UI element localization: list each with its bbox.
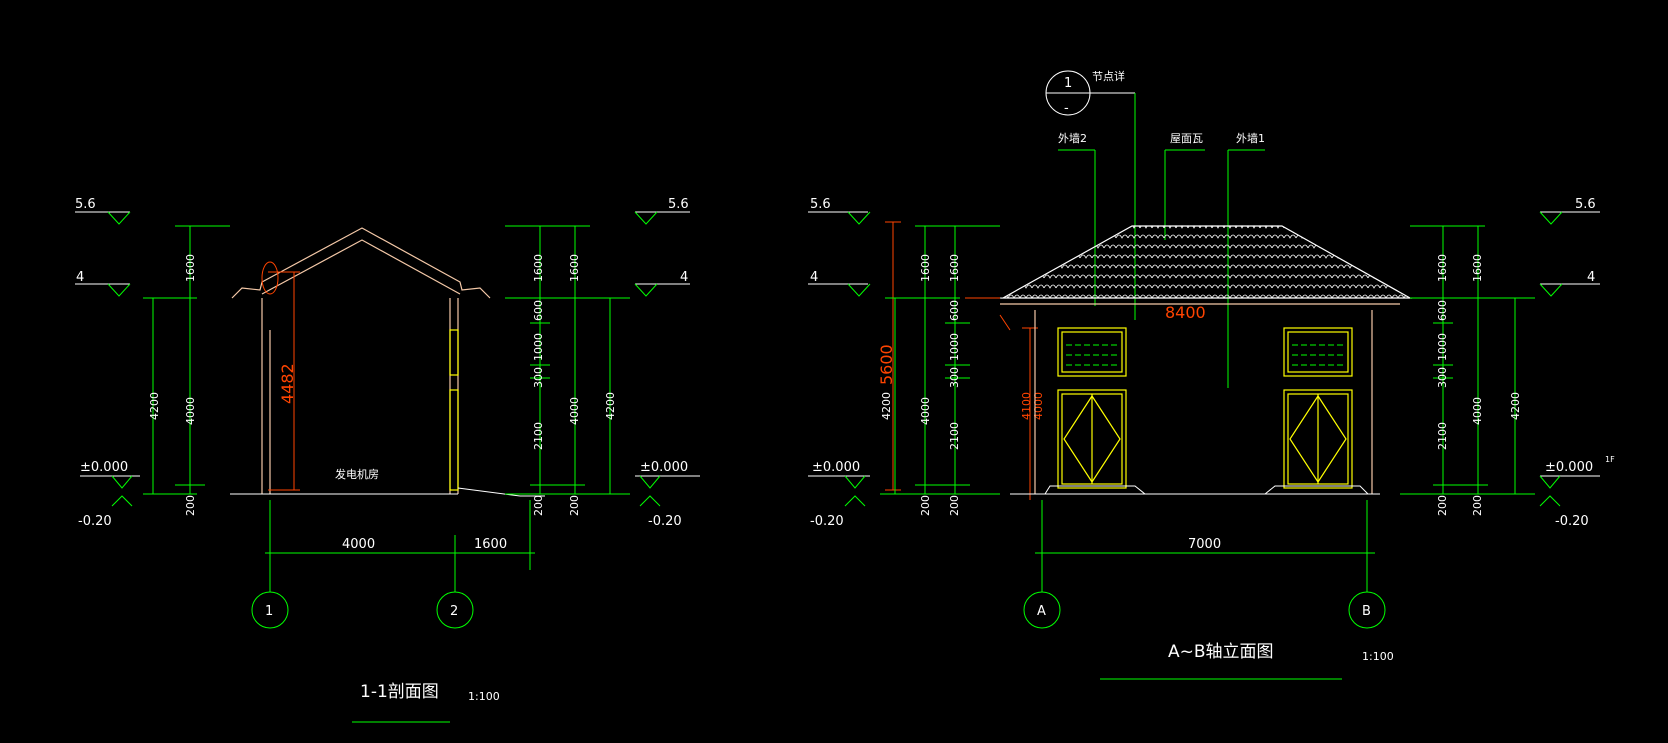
section-view: 5.6 4 ±0.000 -0.20 4200 1600 4000 200 <box>75 197 700 723</box>
elev-dim-ri-6: 200 <box>1436 495 1449 516</box>
dim-right-inner-5: 2100 <box>532 422 545 450</box>
axis-2-label: 2 <box>450 604 458 619</box>
level-marker-eave-left: 4 <box>75 270 131 297</box>
elevation-title-block: A~B轴立面图 1:100 <box>1100 642 1394 680</box>
section-title-block: 1-1剖面图 1:100 <box>352 682 500 723</box>
elev-dim-right-total: 4200 <box>1509 392 1522 420</box>
elevation-view: 1 - 节点详 外墙2 屋面瓦 外墙1 5.6 4 ±0. <box>808 69 1615 680</box>
level-top-label-right: 5.6 <box>668 197 689 212</box>
elev-dim-rm-3: 200 <box>1471 495 1484 516</box>
level-ground-label-right: -0.20 <box>648 514 682 529</box>
elev-dim-rm-1: 1600 <box>1471 254 1484 282</box>
elev-dim-li-1: 1600 <box>948 254 961 282</box>
axis-1-label: 1 <box>265 604 273 619</box>
elevation-building <box>1000 225 1413 495</box>
elev-level-right: 5.6 4 ±0.000 -0.20 1F <box>1539 197 1615 529</box>
axis-a-label: A <box>1037 604 1046 619</box>
room-label: 发电机房 <box>335 467 379 481</box>
section-dims-right: 1600 600 1000 300 2100 200 1600 4000 200… <box>505 225 630 516</box>
elev-dim-rm-2: 4000 <box>1471 397 1484 425</box>
level-marker-floor-left: ±0.000 -0.20 <box>78 460 140 529</box>
level-floor-label: ±0.000 <box>80 460 128 475</box>
elev-dim-left-2: 4000 <box>919 397 932 425</box>
elev-dims-right: 1600 600 1000 300 2100 200 1600 4000 200… <box>1400 225 1535 516</box>
elev-level-ground-right: -0.20 <box>1555 514 1589 529</box>
elev-dim-li-5: 2100 <box>948 422 961 450</box>
red-dim-width: 8400 <box>1165 303 1206 322</box>
dim-right-total: 4200 <box>604 392 617 420</box>
elev-dims-bottom: 7000 A B <box>1023 500 1386 629</box>
red-dim-total: 5600 <box>877 344 896 385</box>
dim-left-total: 4200 <box>148 392 161 420</box>
red-dim-h1: 4100 <box>1020 392 1033 420</box>
dim-bottom-1: 4000 <box>342 537 375 552</box>
elev-dim-left-3: 200 <box>919 495 932 516</box>
section-inner-height-dim: 4482 <box>261 261 300 491</box>
elev-dim-li-3: 1000 <box>948 333 961 361</box>
dim-left-1: 1600 <box>184 254 197 282</box>
elev-dim-li-2: 600 <box>948 300 961 321</box>
section-dims-left: 4200 1600 4000 200 <box>143 225 230 516</box>
elev-level-ground: -0.20 <box>810 514 844 529</box>
elev-dim-left-1: 1600 <box>919 254 932 282</box>
section-dims-bottom: 4000 1600 1 2 <box>251 500 535 629</box>
elevation-scale: 1:100 <box>1362 650 1394 663</box>
elev-level-top-right: 5.6 <box>1575 197 1596 212</box>
label-wall1: 外墙1 <box>1236 131 1265 145</box>
elev-level-eave-right: 4 <box>1587 270 1595 285</box>
callout-sheet: - <box>1064 101 1069 116</box>
dim-right-inner-4: 300 <box>532 367 545 388</box>
elev-level-top: 5.6 <box>810 197 831 212</box>
level-marker-top-left: 5.6 <box>75 197 131 225</box>
elev-dim-bottom: 7000 <box>1188 537 1221 552</box>
level-marker-eave-right: 4 <box>634 270 690 297</box>
dim-left-2: 4000 <box>184 397 197 425</box>
section-scale: 1:100 <box>468 690 500 703</box>
level-floor-label-right: ±0.000 <box>640 460 688 475</box>
callout-number: 1 <box>1064 76 1072 91</box>
elev-dim-ri-3: 1000 <box>1436 333 1449 361</box>
dim-right-inner-2: 600 <box>532 300 545 321</box>
dim-left-3: 200 <box>184 495 197 516</box>
label-wall2: 外墙2 <box>1058 131 1087 145</box>
elev-dim-ri-4: 300 <box>1436 367 1449 388</box>
callout-label: 节点详 <box>1092 69 1125 83</box>
dim-right-inner-6: 200 <box>532 495 545 516</box>
level-eave-label-right: 4 <box>680 270 688 285</box>
inner-height-label: 4482 <box>278 363 297 404</box>
elev-level-eave: 4 <box>810 270 818 285</box>
elev-dim-ri-5: 2100 <box>1436 422 1449 450</box>
elev-dim-left-total: 4200 <box>880 392 893 420</box>
floor-marker: 1F <box>1605 455 1615 464</box>
section-building: 发电机房 <box>230 227 545 497</box>
detail-callout: 1 - 节点详 <box>1045 69 1136 320</box>
elev-dim-ri-2: 600 <box>1436 300 1449 321</box>
dim-bottom-2: 1600 <box>474 537 507 552</box>
elev-level-floor-right: ±0.000 <box>1545 460 1593 475</box>
elev-dim-ri-1: 1600 <box>1436 254 1449 282</box>
label-roof: 屋面瓦 <box>1170 132 1203 145</box>
dim-right-mid-3: 200 <box>568 495 581 516</box>
level-eave-label: 4 <box>76 270 84 285</box>
elev-dims-left: 4200 1600 4000 200 1600 600 1000 300 210… <box>880 225 1000 516</box>
dim-right-inner-1: 1600 <box>532 254 545 282</box>
elev-dim-li-4: 300 <box>948 367 961 388</box>
section-title: 1-1剖面图 <box>360 682 439 702</box>
axis-b-label: B <box>1362 604 1371 619</box>
red-dim-h2: 4000 <box>1032 392 1045 420</box>
elev-level-left: 5.6 4 ±0.000 -0.20 <box>808 197 871 529</box>
dim-right-mid-2: 4000 <box>568 397 581 425</box>
elev-dim-li-6: 200 <box>948 495 961 516</box>
level-top-label: 5.6 <box>75 197 96 212</box>
level-ground-label: -0.20 <box>78 514 112 529</box>
dim-right-mid-1: 1600 <box>568 254 581 282</box>
elev-level-floor: ±0.000 <box>812 460 860 475</box>
level-marker-top-right: 5.6 <box>634 197 690 225</box>
elevation-title: A~B轴立面图 <box>1168 642 1274 662</box>
dim-right-inner-3: 1000 <box>532 333 545 361</box>
level-marker-floor-right: ±0.000 -0.20 <box>635 460 700 529</box>
